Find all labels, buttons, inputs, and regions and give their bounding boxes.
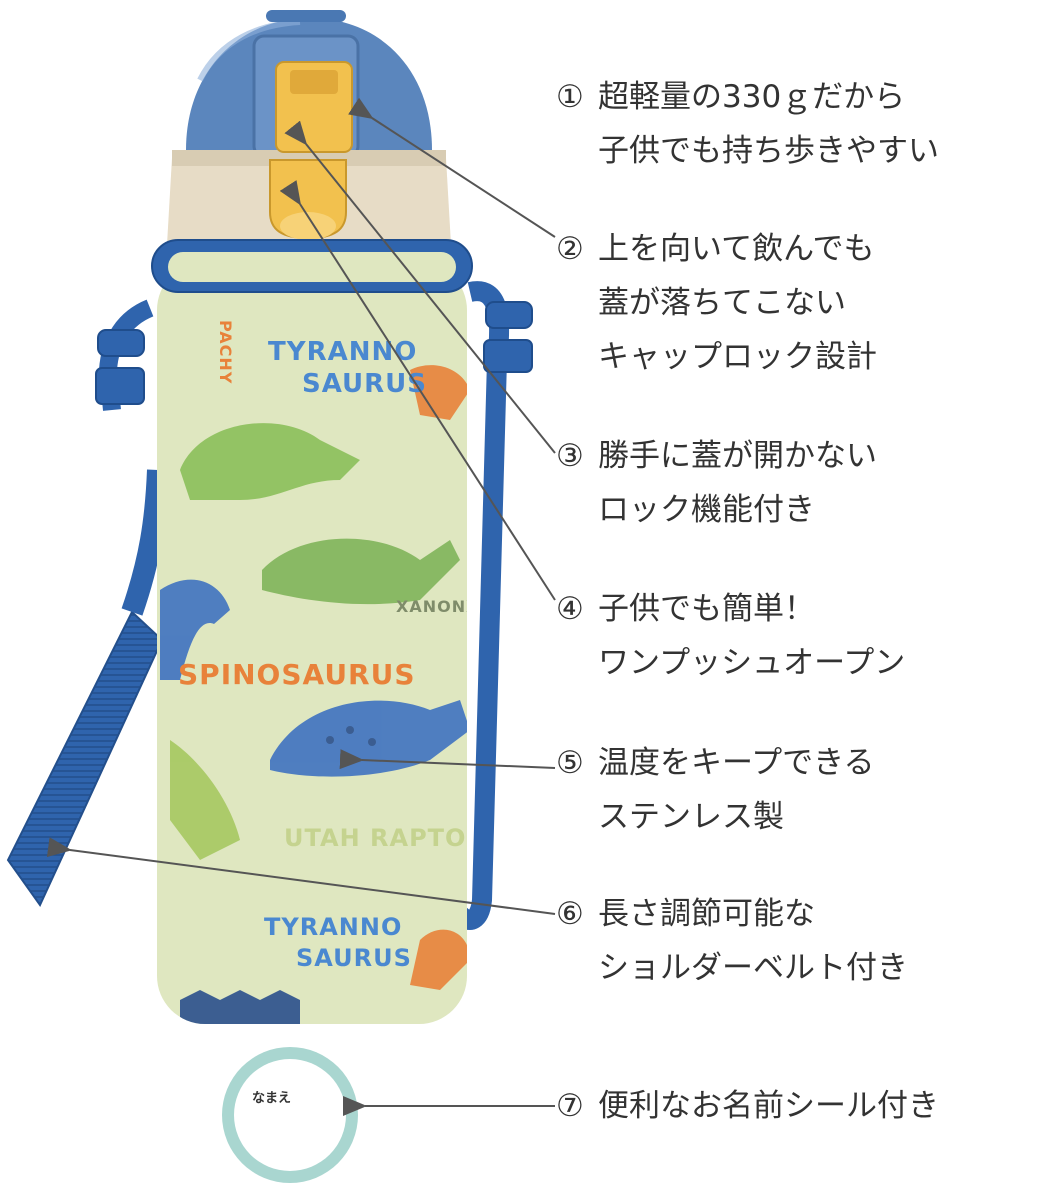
feature-6: ⑥ 長さ調節可能な ショルダーベルト付き bbox=[556, 887, 908, 995]
feature-2-line-1: 上を向いて飲んでも bbox=[598, 231, 875, 267]
feature-6-number: ⑥ bbox=[556, 896, 584, 932]
print-text-saurus: SAURUS bbox=[302, 369, 427, 399]
name-sticker-label: なまえ bbox=[252, 1091, 291, 1106]
feature-3-line-2: ロック機能付き bbox=[598, 492, 815, 528]
feature-7: ⑦ 便利なお名前シール付き bbox=[556, 1079, 939, 1133]
shoulder-strap bbox=[6, 281, 533, 930]
print-text-saurus-2: SAURUS bbox=[296, 944, 412, 972]
feature-5: ⑤ 温度をキープできる ステンレス製 bbox=[556, 736, 875, 844]
feature-4-number: ④ bbox=[556, 591, 584, 627]
callout-arrow-5 bbox=[46, 837, 556, 915]
feature-3-line-1: 勝手に蓋が開かない bbox=[598, 438, 877, 474]
feature-4: ④ 子供でも簡単！ ワンプッシュオープン bbox=[556, 582, 905, 690]
feature-3: ③ 勝手に蓋が開かない ロック機能付き bbox=[556, 429, 877, 537]
feature-2-number: ② bbox=[556, 231, 584, 267]
feature-1-line-1: 超軽量の330ｇだから bbox=[598, 79, 906, 115]
name-sticker: なまえ bbox=[222, 1047, 358, 1183]
feature-7-line-1: 便利なお名前シール付き bbox=[598, 1088, 939, 1124]
callout-arrow-4 bbox=[339, 749, 556, 770]
feature-7-number: ⑦ bbox=[556, 1088, 584, 1124]
print-text-tyranno-2: TYRANNO bbox=[264, 913, 402, 941]
print-text-tyranno: TYRANNO bbox=[268, 337, 417, 367]
feature-1-number: ① bbox=[556, 79, 584, 115]
feature-4-line-1: 子供でも簡単！ bbox=[598, 591, 815, 627]
feature-5-line-2: ステンレス製 bbox=[598, 799, 784, 835]
feature-3-number: ③ bbox=[556, 438, 584, 474]
feature-1: ① 超軽量の330ｇだから 子供でも持ち歩きやすい bbox=[556, 70, 939, 178]
print-text-utah-raptor: UTAH RAPTOR bbox=[284, 824, 486, 852]
feature-2: ② 上を向いて飲んでも 蓋が落ちてこない キャップロック設計 bbox=[556, 222, 877, 384]
callout-arrow-2 bbox=[284, 120, 556, 454]
feature-1-line-2: 子供でも持ち歩きやすい bbox=[598, 133, 939, 169]
print-text-pachy: PACHY bbox=[216, 320, 235, 384]
feature-4-line-2: ワンプッシュオープン bbox=[598, 645, 906, 681]
feature-5-line-1: 温度をキープできる bbox=[598, 745, 875, 781]
callout-arrow-1 bbox=[348, 97, 556, 238]
feature-6-line-2: ショルダーベルト付き bbox=[598, 950, 908, 986]
callout-arrows bbox=[46, 97, 556, 1116]
print-text-spinosaurus: SPINOSAURUS bbox=[178, 658, 416, 691]
feature-5-number: ⑤ bbox=[556, 745, 584, 781]
bottle-cover: TYRANNO SAURUS PACHY SPINOSAURUS UTAH RA… bbox=[151, 239, 486, 1024]
feature-2-line-3: キャップロック設計 bbox=[598, 339, 877, 375]
callout-arrow-3 bbox=[279, 180, 556, 601]
feature-2-line-2: 蓋が落ちてこない bbox=[598, 285, 846, 321]
feature-6-line-1: 長さ調節可能な bbox=[598, 896, 815, 932]
print-text-xanonx: XANONX bbox=[396, 597, 479, 616]
